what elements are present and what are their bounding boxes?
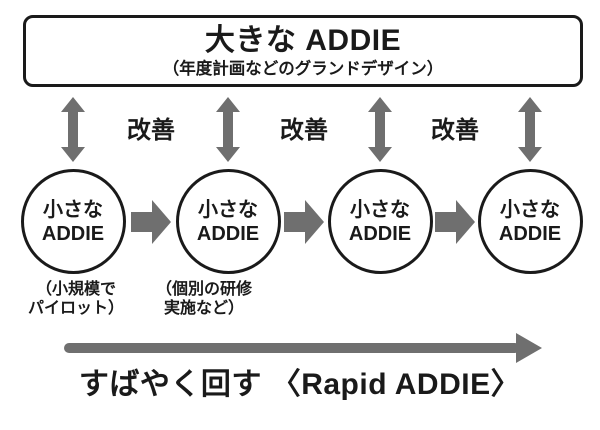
small-addie-label: ADDIE <box>41 222 105 245</box>
right-arrow-icon <box>284 200 324 244</box>
annotation-pilot: （小規模で パイロット） <box>6 280 146 318</box>
right-arrow-icon <box>131 200 171 244</box>
big-addie-box: 大きな ADDIE （年度計画などのグランドデザイン） <box>23 15 583 87</box>
small-addie-circle-2: 小さな ADDIE <box>175 169 281 274</box>
double-arrow-icon <box>518 97 542 162</box>
annotation-line: （小規模で <box>35 281 116 298</box>
small-addie-label: 小さな <box>350 198 410 221</box>
small-addie-label: 小さな <box>43 198 103 221</box>
double-arrow-icon <box>368 97 392 162</box>
rapid-addie-caption: すばやく回す 〈Rapid ADDIE〉 <box>78 368 522 401</box>
big-addie-title: 大きな ADDIE <box>204 23 402 57</box>
double-arrow-icon <box>61 97 85 162</box>
annotation-line: 実施など） <box>163 300 244 317</box>
big-addie-subtitle: （年度計画などのグランドデザイン） <box>162 59 444 78</box>
small-addie-circle-4: 小さな ADDIE <box>477 169 583 274</box>
improvement-label: 改善 <box>127 117 175 144</box>
small-addie-label: ADDIE <box>348 222 412 245</box>
annotation-line: （個別の研修 <box>155 281 252 298</box>
small-addie-label: 小さな <box>198 198 258 221</box>
right-arrow-icon <box>435 200 475 244</box>
improvement-label: 改善 <box>431 117 479 144</box>
small-addie-circle-1: 小さな ADDIE <box>20 169 126 274</box>
timeline-arrow-icon <box>64 333 542 363</box>
annotation-line: パイロット） <box>27 300 124 317</box>
small-addie-label: ADDIE <box>196 222 260 245</box>
double-arrow-icon <box>216 97 240 162</box>
annotation-individual-training: （個別の研修 実施など） <box>134 280 274 318</box>
small-addie-circle-3: 小さな ADDIE <box>327 169 433 274</box>
improvement-label: 改善 <box>280 117 328 144</box>
small-addie-label: ADDIE <box>498 222 562 245</box>
small-addie-label: 小さな <box>500 198 560 221</box>
